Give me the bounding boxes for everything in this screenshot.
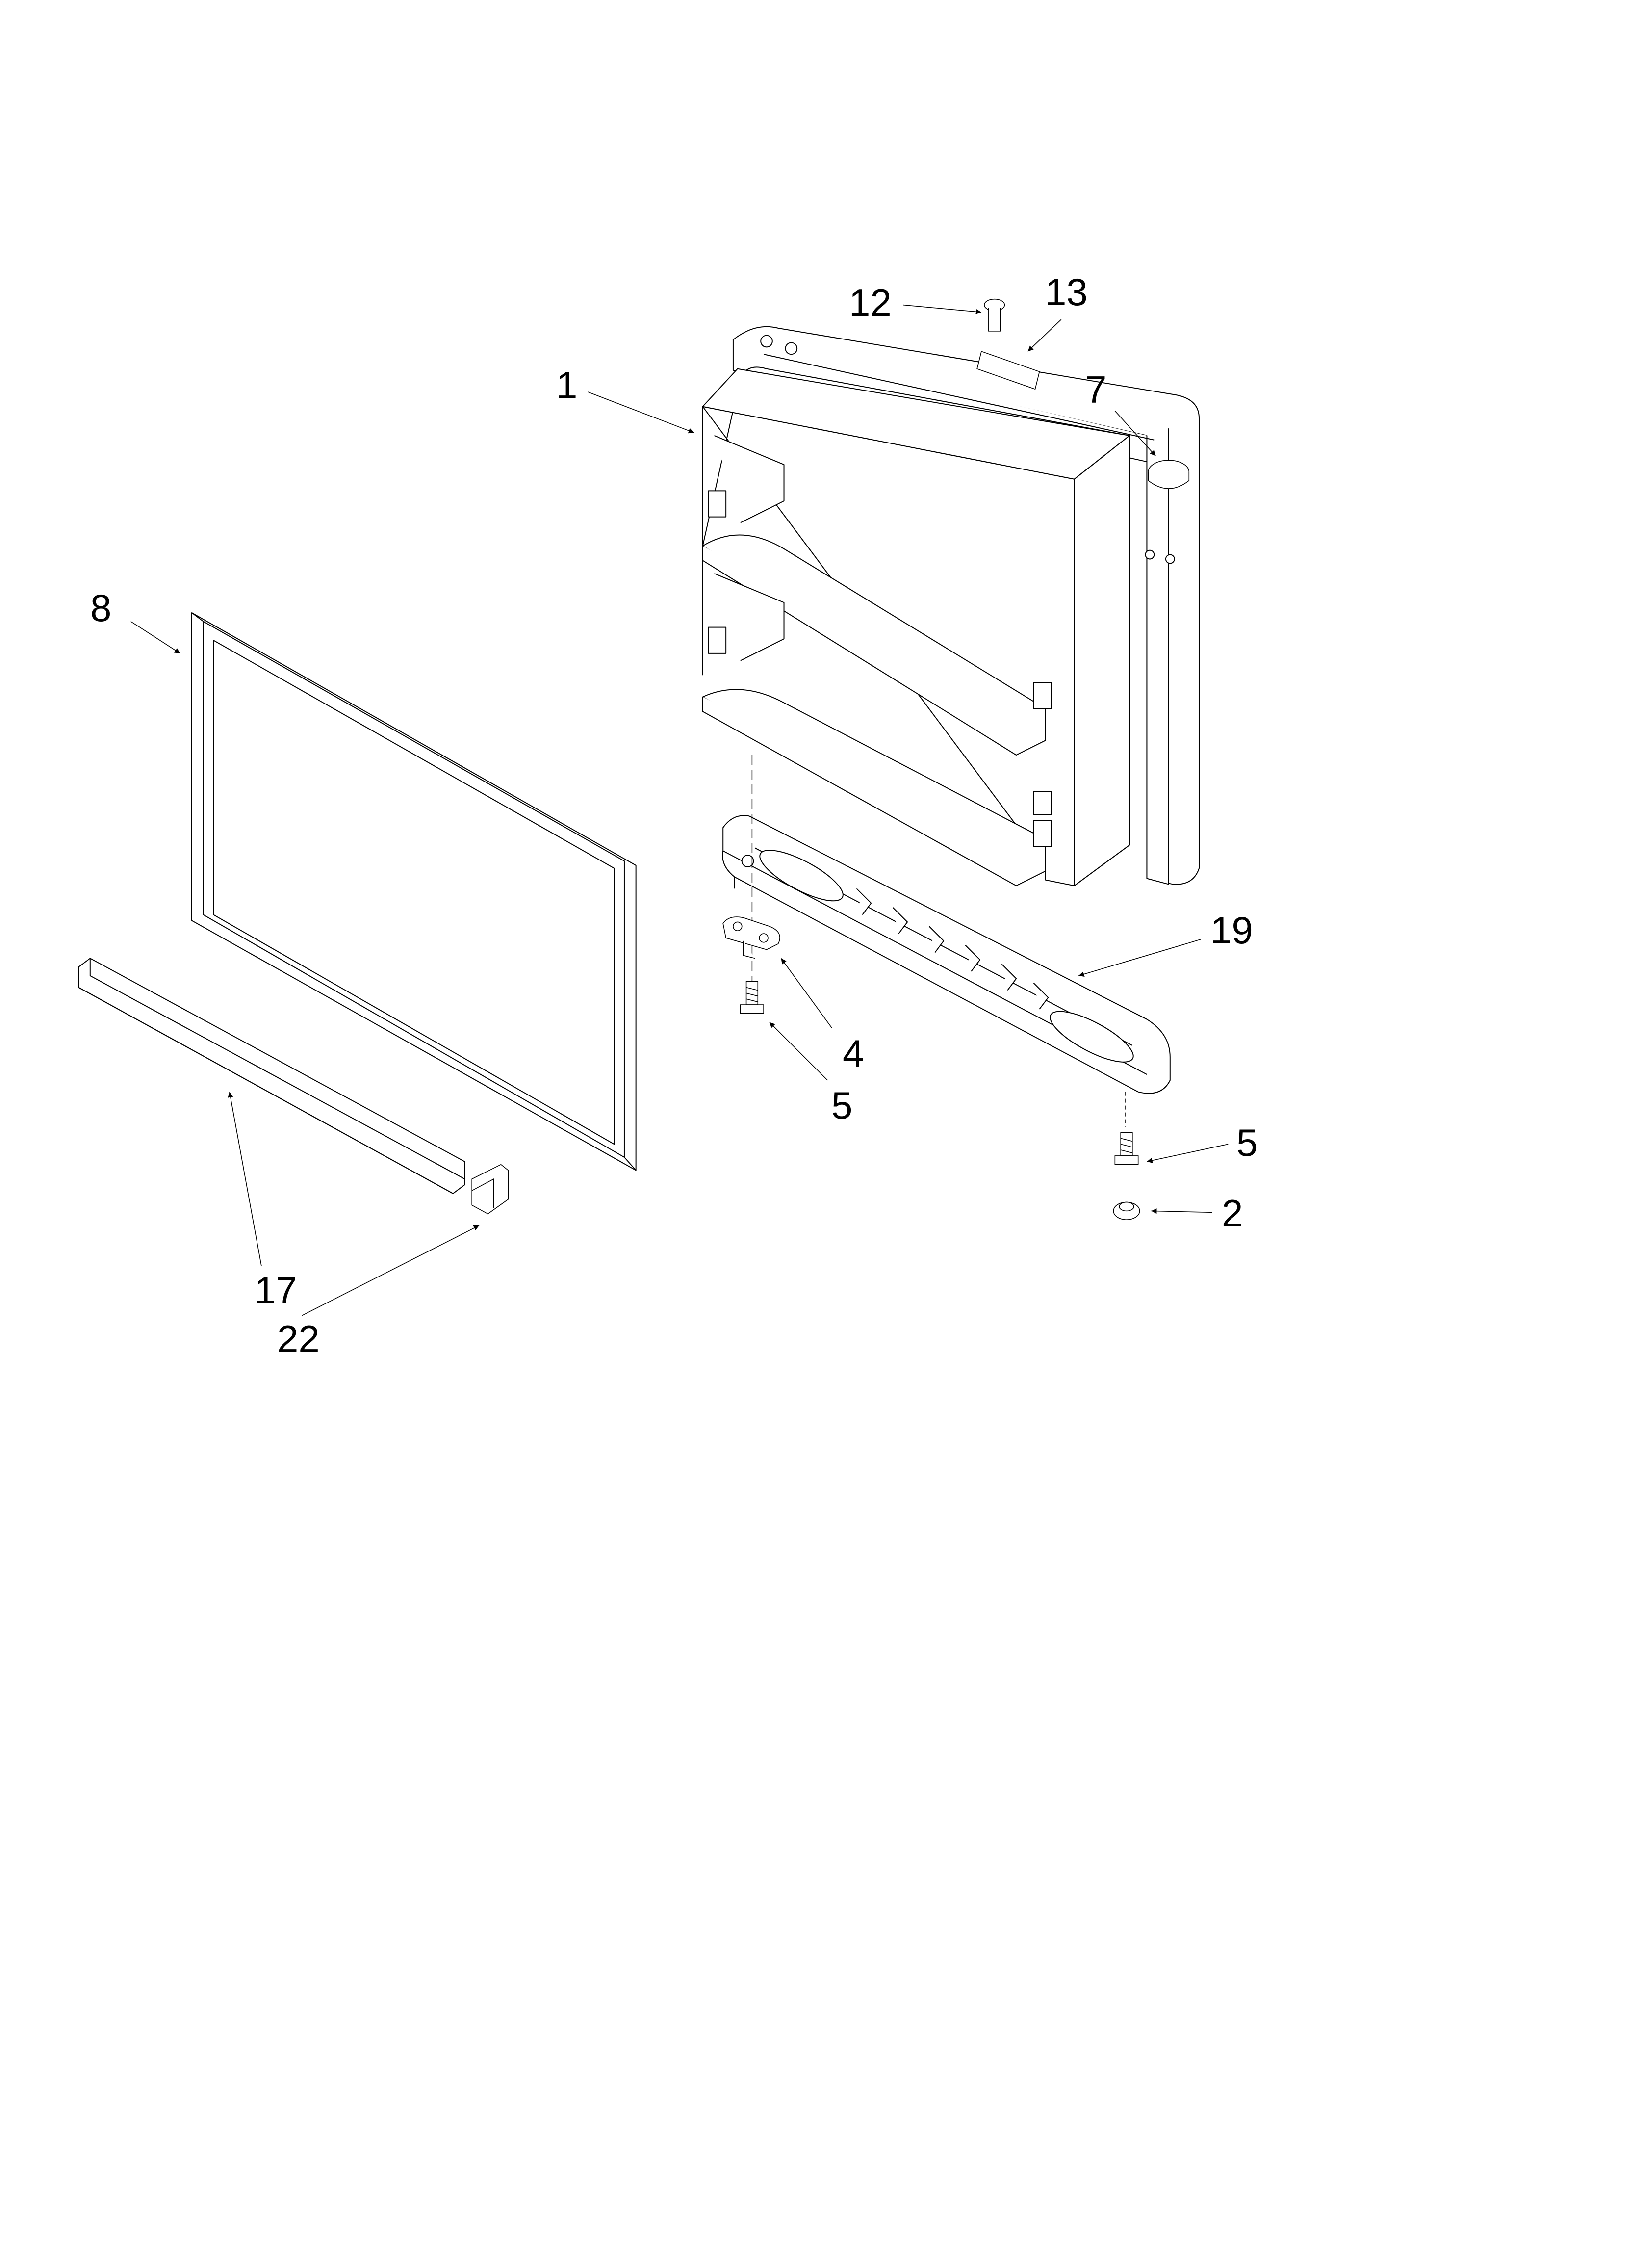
nut-part: [1113, 1202, 1139, 1220]
callout-door-bar: 17: [255, 1269, 297, 1312]
end-cap-part: [472, 1165, 508, 1214]
callout-nut: 2: [1222, 1192, 1243, 1235]
callout-end-cap: 22: [277, 1317, 320, 1360]
callout-door: 1: [556, 364, 578, 407]
callout-hinge-cap: 7: [1085, 368, 1107, 411]
callout-label-plate: 13: [1045, 270, 1088, 313]
leader-lines: [131, 302, 1229, 1316]
hinge-cap-part: [1148, 460, 1189, 551]
callout-door-gasket: 8: [90, 586, 112, 629]
callout-hinge-plate: 4: [843, 1032, 864, 1075]
screw-right-part: [1115, 1133, 1138, 1165]
plug-part: [984, 299, 1004, 331]
callout-screw-left: 5: [831, 1084, 853, 1127]
door-gasket-part: [192, 613, 636, 1171]
handle-trim-part: [722, 815, 1170, 1093]
screw-left-part: [741, 982, 764, 1014]
door-part: [703, 327, 1199, 886]
hinge-plate-part: [723, 917, 780, 958]
label-plate-part: [977, 351, 1039, 389]
callout-handle-trim: 19: [1210, 909, 1253, 952]
callout-plug: 12: [849, 281, 892, 324]
callout-screw-right: 5: [1236, 1121, 1258, 1164]
door-bar-part: [78, 958, 464, 1193]
